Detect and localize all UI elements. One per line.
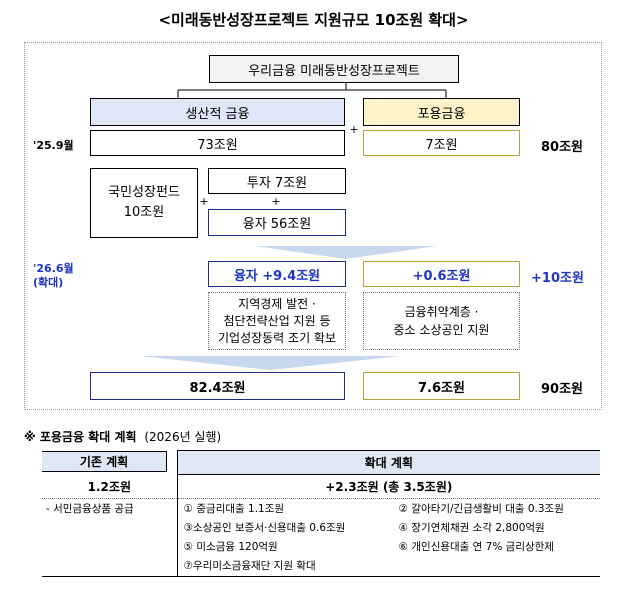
plan-item: ④ 장기연체채권 소각 2,800억원 — [398, 522, 545, 534]
total-increase-value: +10조원 — [531, 271, 584, 286]
productive-finance-header: 생산적 금융 — [90, 98, 345, 126]
date-2026-06: '26.6월 (확대) — [33, 262, 74, 290]
plan-subtitle: (2026년 실행) — [144, 430, 222, 444]
expanded-items: ① 중금리대출 1.1조원 ② 갈아타기/긴급생활비 대출 0.3조원 ③소상공… — [177, 498, 600, 577]
plus-sign-fund: + — [199, 194, 209, 208]
plan-item: ⑤ 미소금융 120억원 — [183, 541, 278, 553]
inclusive-note-box: 금융취약계층 · 중소 소상공인 지원 — [363, 292, 520, 350]
loan-increase-box: 융자 +9.4조원 — [208, 261, 346, 287]
plus-sign: + — [349, 122, 359, 136]
existing-amount: 1.2조원 — [42, 474, 178, 499]
date-2026-06-line-2: (확대) — [33, 276, 64, 289]
col-header-existing: 기존 계획 — [42, 450, 167, 472]
productive-note-line-3: 기업성장동력 조기 확보 — [217, 330, 337, 345]
project-box: 우리금융 미래동반성장프로젝트 — [209, 55, 459, 83]
date-2026-06-line-1: '26.6월 — [33, 262, 74, 275]
existing-item: - 서민금융상품 공급 — [42, 498, 178, 577]
inclusive-note-line-1: 금융취약계층 · — [404, 305, 479, 319]
date-2025-09: '25.9월 — [33, 139, 74, 152]
plan-title: ※ 포용금융 확대 계획 — [24, 430, 137, 444]
fund-line-1: 국민성장펀드 — [108, 185, 180, 200]
flow-chevron-top — [255, 246, 437, 259]
productive-note-line-2: 첨단전략산업 지원 등 — [223, 313, 331, 328]
diagram-frame — [24, 42, 602, 410]
plan-item: ⑥ 개인신용대출 연 7% 금리상한제 — [398, 541, 554, 553]
flow-chevron-bottom — [140, 356, 400, 370]
col-header-expanded: 확대 계획 — [176, 450, 600, 475]
total-final-value: 90조원 — [541, 382, 584, 397]
plan-item: ② 갈아타기/긴급생활비 대출 0.3조원 — [398, 503, 564, 515]
inclusive-increase-box: +0.6조원 — [363, 261, 520, 287]
inclusive-finance-header: 포용금융 — [363, 98, 520, 126]
inclusive-2509-value: 7조원 — [363, 130, 520, 156]
inclusive-note-line-2: 중소 소상공인 지원 — [393, 323, 490, 337]
plan-item: ⑦우리미소금융재단 지원 확대 — [183, 560, 316, 572]
loan-box: 융자 56조원 — [208, 209, 346, 236]
investment-box: 투자 7조원 — [208, 168, 346, 194]
plan-section-title: ※ 포용금융 확대 계획 (2026년 실행) — [24, 428, 221, 445]
expanded-amount: +2.3조원 (총 3.5조원) — [177, 474, 600, 499]
fund-line-2: 10조원 — [123, 205, 165, 220]
productive-final-value: 82.4조원 — [90, 372, 345, 400]
productive-2509-value: 73조원 — [90, 130, 345, 156]
page-title: <미래동반성장프로젝트 지원규모 10조원 확대> — [158, 10, 469, 29]
plan-item: ③소상공인 보증서·신용대출 0.6조원 — [183, 522, 346, 534]
plan-item: ① 중금리대출 1.1조원 — [183, 503, 285, 515]
inclusive-plan-table: 기존 계획 확대 계획 1.2조원 +2.3조원 (총 3.5조원) - 서민금… — [42, 450, 600, 577]
plus-sign-invest: + — [271, 194, 281, 208]
total-2509-value: 80조원 — [541, 140, 584, 155]
inclusive-final-value: 7.6조원 — [363, 372, 520, 400]
productive-note-box: 지역경제 발전 · 첨단전략산업 지원 등 기업성장동력 조기 확보 — [208, 292, 346, 350]
national-growth-fund-box: 국민성장펀드 10조원 — [90, 168, 198, 238]
productive-note-line-1: 지역경제 발전 · — [238, 296, 316, 311]
